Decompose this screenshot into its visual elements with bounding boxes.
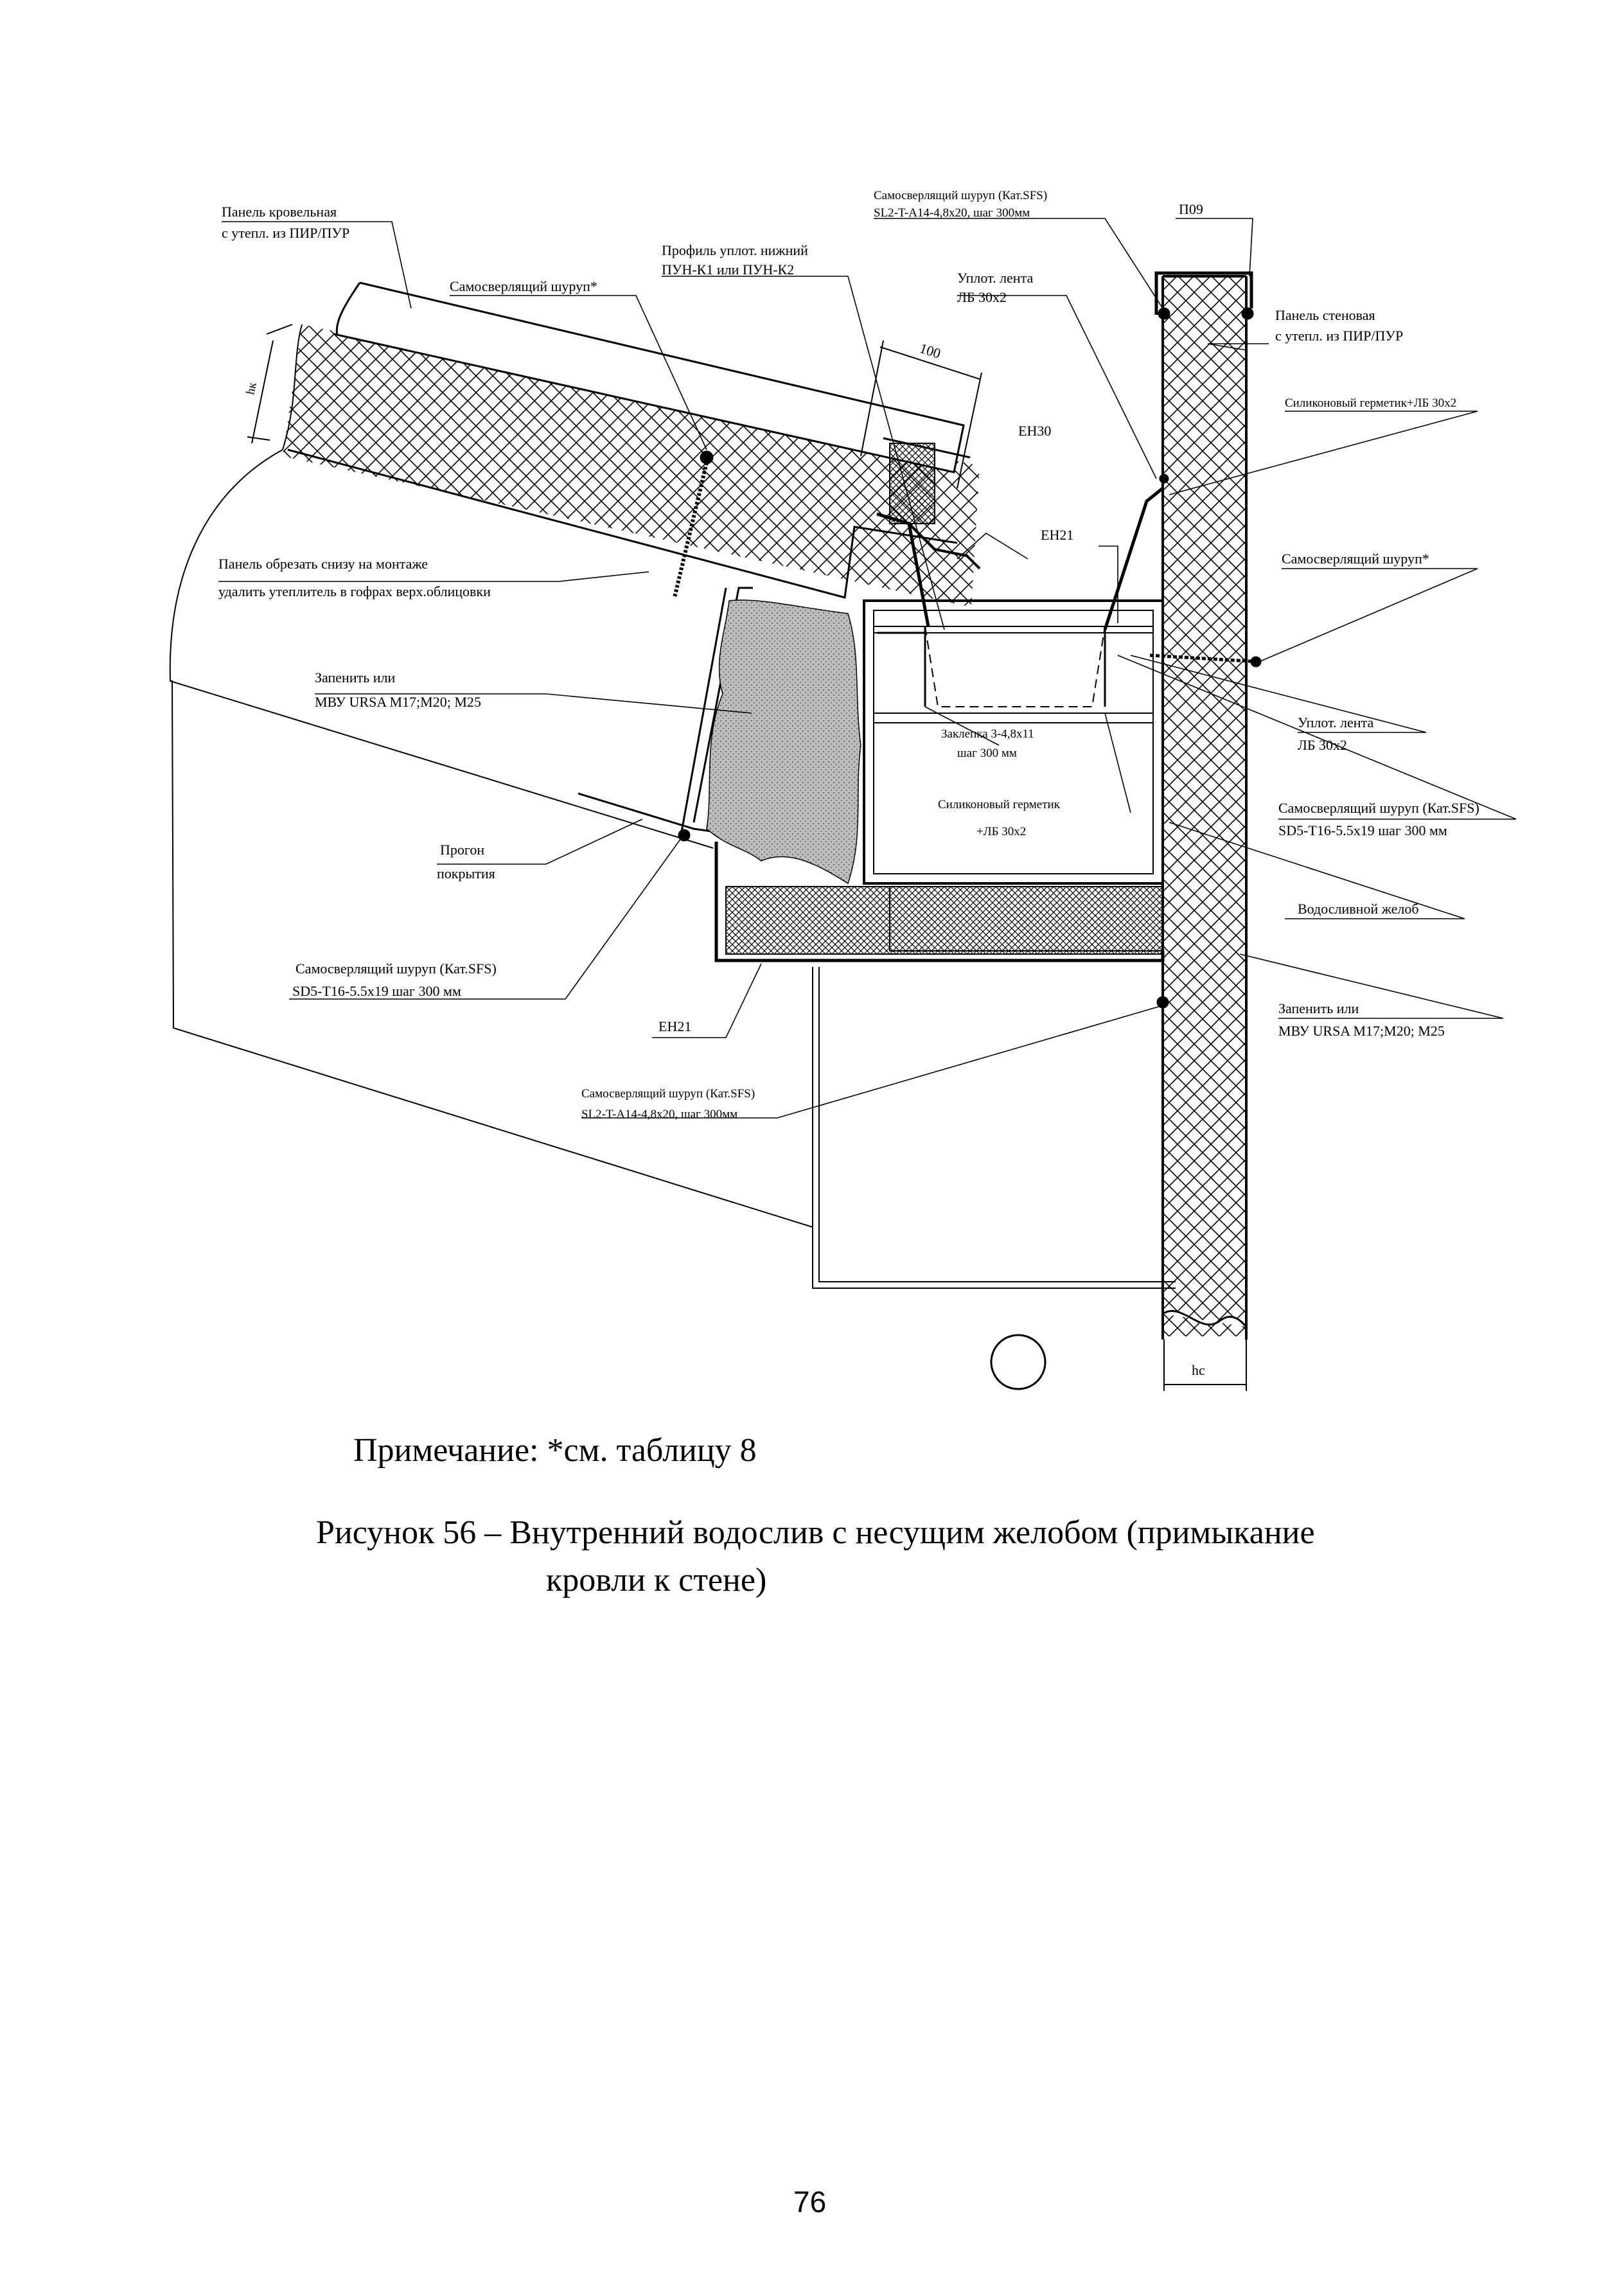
label-wall-panel-1: Панель стеновая <box>1275 307 1375 323</box>
figure-caption-line-1: Рисунок 56 – Внутренний водослив с несущ… <box>316 1514 1315 1551</box>
label-fill-right-2: МВУ URSA M17;M20; M25 <box>1278 1023 1445 1039</box>
wall-panel <box>1154 271 1253 1340</box>
label-rivet-1: Заклепка 3-4,8х11 <box>941 727 1034 741</box>
mineral-wool-fill-left <box>706 599 861 885</box>
dimension-100 <box>860 340 982 489</box>
dimension-hk <box>247 324 293 444</box>
label-rivet-2: шаг 300 мм <box>957 747 1017 760</box>
label-profile-2: ПУН-К1 или ПУН-К2 <box>662 261 794 278</box>
label-roof-panel-1: Панель кровельная <box>222 204 337 220</box>
label-roof-panel-2: с утепл. из ПИР/ПУР <box>222 225 349 241</box>
label-silicone-mid-2: +ЛБ 30х2 <box>976 825 1026 838</box>
label-dim-100: 100 <box>917 340 942 362</box>
drain-pipe <box>990 1334 1046 1390</box>
figure-note: Примечание: *см. таблицу 8 <box>353 1432 757 1469</box>
label-screw-sfs-bottom-2: SL2-T-A14-4,8х20, шаг 300мм <box>581 1108 737 1121</box>
label-cut-panel-2: удалить утеплитель в гофрах верх.облицов… <box>218 583 491 599</box>
label-fill-left-1: Запенить или <box>315 669 395 686</box>
label-screw-star-right: Самосверлящий шуруп* <box>1282 551 1429 567</box>
label-purlin-2: покрытия <box>437 865 495 881</box>
dimension-hc <box>1163 1340 1247 1391</box>
label-p09: П09 <box>1179 201 1203 217</box>
label-fill-right-1: Запенить или <box>1278 1000 1359 1016</box>
figure-caption-line-2: кровли к стене) <box>546 1562 767 1598</box>
label-seal-tape-mid-1: Уплот. лента <box>1298 714 1373 730</box>
label-screw-sd5-left-1: Самосверлящий шуруп (Кат.SFS) <box>296 961 497 977</box>
label-screw-sfs-top-1: Самосверлящий шуруп (Кат.SFS) <box>874 189 1047 202</box>
self-drilling-screws <box>673 307 1262 1009</box>
label-screw-sd5-left-2: SD5-T16-5.5х19 шаг 300 мм <box>292 983 461 999</box>
label-seal-tape-mid-2: ЛБ 30х2 <box>1298 737 1347 753</box>
label-en21-top: ЕН21 <box>1041 527 1073 543</box>
label-silicone-mid-1: Силиконовый герметик <box>938 798 1061 811</box>
label-cut-panel-1: Панель обрезать снизу на монтаже <box>218 556 428 572</box>
structure-outline <box>169 449 1176 1289</box>
label-en21-bottom: ЕН21 <box>658 1018 691 1034</box>
en21-top-flashing <box>1103 487 1164 630</box>
under-gutter-insulation <box>725 886 1163 955</box>
drain-gutter <box>863 599 1164 887</box>
page-number: 76 <box>793 2185 827 2218</box>
label-screw-sfs-top-2: SL2-T-A14-4,8х20, шаг 300мм <box>874 206 1030 220</box>
label-screw-sd5-right-2: SD5-T16-5.5х19 шаг 300 мм <box>1278 822 1447 838</box>
label-fill-left-2: МВУ URSA M17;M20; M25 <box>315 694 481 710</box>
label-screw-star-top: Самосверлящий шуруп* <box>450 278 597 294</box>
label-screw-sfs-bottom-1: Самосверлящий шуруп (Кат.SFS) <box>581 1087 755 1101</box>
roof-panel <box>282 281 980 607</box>
label-purlin-1: Прогон <box>440 842 484 858</box>
leader-lines <box>218 218 1517 1119</box>
label-wall-panel-2: с утепл. из ПИР/ПУР <box>1275 328 1403 344</box>
label-seal-tape-top-2: ЛБ 30х2 <box>957 289 1007 305</box>
label-seal-tape-top-1: Уплот. лента <box>957 270 1033 286</box>
drawing-labels: Панель кровельная с утепл. из ПИР/ПУР Са… <box>218 189 1479 1378</box>
label-silicone-right: Силиконовый герметик+ЛБ 30х2 <box>1285 396 1456 410</box>
label-screw-sd5-right-1: Самосверлящий шуруп (Кат.SFS) <box>1278 800 1479 816</box>
roof-wall-junction-drawing: Панель кровельная с утепл. из ПИР/ПУР Са… <box>169 189 1517 1391</box>
label-hk: hк <box>243 381 260 396</box>
en30-flashing-tip <box>908 522 981 570</box>
label-profile-1: Профиль уплот. нижний <box>662 242 808 258</box>
label-gutter: Водосливной желоб <box>1298 901 1419 917</box>
label-en30: ЕН30 <box>1018 423 1051 439</box>
label-hc: hc <box>1192 1362 1205 1378</box>
